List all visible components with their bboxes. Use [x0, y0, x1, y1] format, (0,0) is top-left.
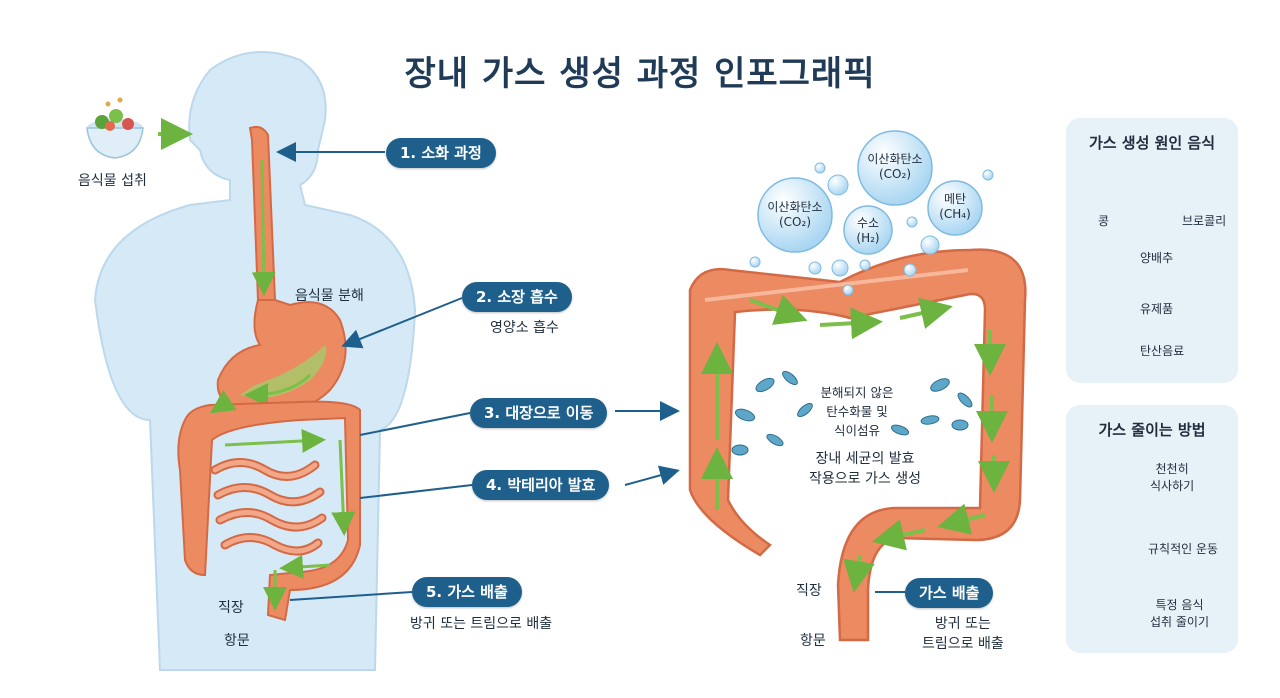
bubble-h2 [843, 205, 893, 255]
undigested-carbs-label: 분해되지 않은 탄수화물 및 식이섬유 [820, 385, 894, 438]
gas-reduce-title: 가스 줄이는 방법 [1098, 421, 1206, 439]
gas-foods-title: 가스 생성 원인 음식 [1088, 134, 1216, 152]
food-item-soda: 탄산음료 [1140, 344, 1185, 358]
step-5-pill: 5. 가스 배출 [412, 577, 522, 607]
large-intestine-left [177, 390, 361, 622]
step-2-pill: 2. 소장 흡수 [462, 282, 572, 312]
rectum-label: 직장 [218, 600, 244, 616]
gas-reduce-panel: 가스 줄이는 방법 [1066, 405, 1238, 653]
food-item-beans: 콩 [1098, 214, 1110, 228]
bubble-ch4-label: 메탄(CH₄) [939, 192, 971, 221]
salad-bowl-icon [86, 97, 144, 159]
fermentation-label: 장내 세균의 발효 작용으로 가스 생성 [809, 451, 921, 487]
reduce-item-limit-foods: 특정 음식 섭취 줄이기 [1150, 598, 1210, 629]
step-arrows [276, 142, 680, 601]
gas-out-pill: 가스 배출 [905, 578, 994, 608]
bubble-co2-left [757, 177, 833, 253]
food-intake-label: 음식물 섭취 [78, 173, 147, 189]
step-5-sub: 방귀 또는 트림으로 배출 [410, 616, 553, 632]
bacteria [731, 370, 973, 456]
step-4-pill: 4. 박테리아 발효 [472, 470, 610, 500]
food-item-dairy: 유제품 [1140, 302, 1174, 316]
step-1-pill: 1. 소화 과정 [386, 138, 496, 168]
page-title: 장내 가스 생성 과정 인포그래픽 [404, 54, 876, 94]
gas-bubbles [749, 130, 994, 296]
bubble-co2-left-label: 이산화탄소(CO₂) [767, 200, 823, 229]
bubble-h2-label: 수소(H₂) [856, 216, 880, 245]
anus-label: 항문 [224, 633, 250, 649]
reduce-item-eat-slowly: 천천히 식사하기 [1150, 462, 1195, 493]
step-3-pill: 3. 대장으로 이동 [470, 398, 608, 428]
food-item-broccoli: 브로콜리 [1182, 214, 1227, 228]
food-breakdown-label: 음식물 분해 [295, 288, 364, 304]
colon-anus-label: 항문 [800, 633, 826, 649]
colon-large [688, 248, 1027, 642]
gas-out-sub: 방귀 또는 트림으로 배출 [922, 616, 1004, 652]
bubble-ch4 [927, 180, 983, 236]
colon-rectum-label: 직장 [796, 583, 822, 599]
step-2-sub: 영양소 흡수 [490, 320, 559, 336]
reduce-item-exercise: 규칙적인 운동 [1148, 542, 1219, 556]
gas-foods-panel: 가스 생성 원인 음식 [1066, 118, 1238, 383]
bubble-co2-top [857, 130, 933, 206]
bubble-co2-top-label: 이산화탄소(CO₂) [867, 152, 923, 181]
food-item-cabbage: 양배추 [1140, 251, 1174, 265]
